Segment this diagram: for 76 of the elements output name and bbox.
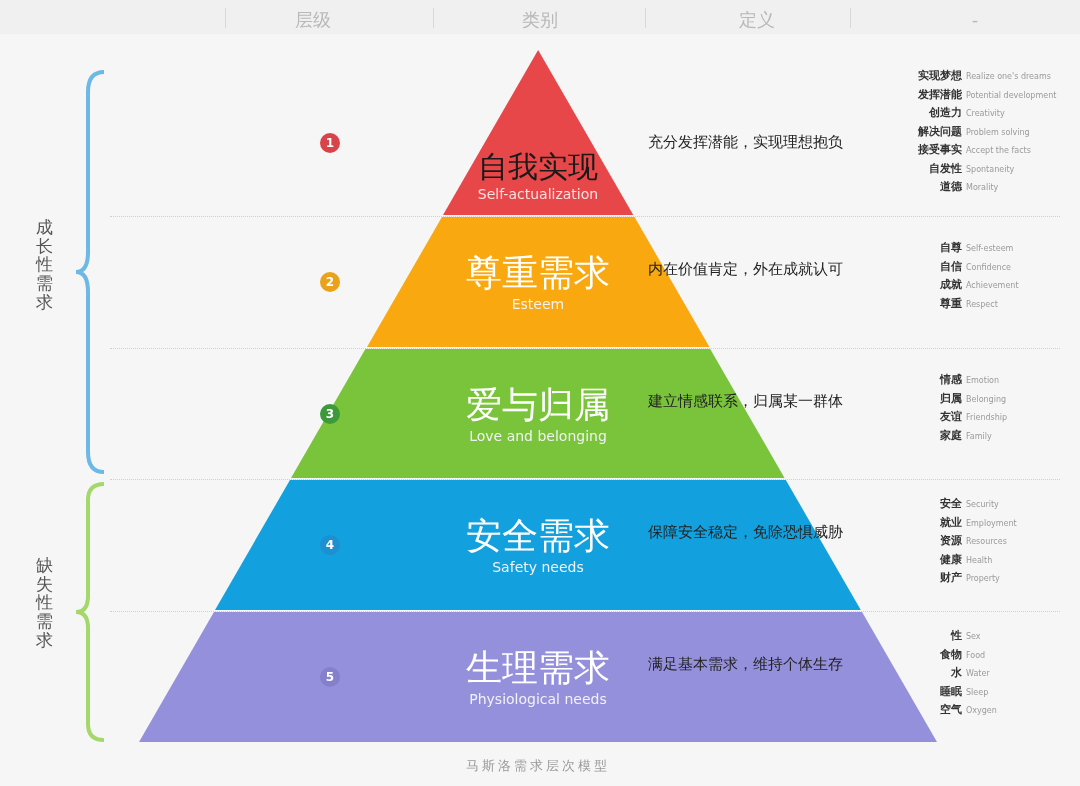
item-translation: Morality — [966, 182, 999, 194]
item-translation: Potential development — [966, 89, 1057, 102]
item-label: 财产 — [939, 570, 962, 586]
definition-text: 满足基本需求，维持个体生存 — [648, 654, 843, 675]
item-translation: Security — [966, 499, 999, 511]
item-label: 接受事实 — [917, 142, 962, 158]
definition-text: 建立情感联系，归属某一群体 — [648, 390, 843, 412]
item-translation: Respect — [966, 298, 998, 311]
item-translation: Friendship — [966, 412, 1008, 424]
item-label: 自尊 — [939, 240, 962, 256]
item-label: 睡眠 — [939, 683, 962, 700]
item-label: 友谊 — [939, 409, 962, 425]
item-translation: Creativity — [966, 108, 1005, 120]
level-title: 尊重需求 — [466, 251, 610, 295]
item-translation: Accept the facts — [966, 145, 1031, 157]
item-label: 性 — [949, 628, 962, 644]
item-translation: Water — [966, 668, 990, 680]
number-badge: 1 — [320, 132, 340, 153]
item-label: 空气 — [939, 702, 962, 718]
item-translation: Oxygen — [966, 705, 997, 717]
column-header: 定义 — [739, 8, 775, 32]
pyramid-level — [442, 50, 634, 215]
item-translation: Health — [966, 554, 993, 567]
item-translation: Property — [966, 573, 1000, 585]
definition-text: 充分发挥潜能，实现理想抱负 — [648, 131, 843, 153]
item-translation: Sex — [966, 631, 981, 643]
definition-text: 内在价值肯定，外在成就认可 — [648, 259, 843, 280]
column-header: 层级 — [295, 8, 331, 32]
item-label: 水 — [950, 665, 962, 681]
item-label: 资源 — [939, 533, 962, 549]
item-label: 发挥潜能 — [917, 86, 962, 103]
level-subtitle: Physiological needs — [469, 690, 607, 708]
item-label: 家庭 — [939, 427, 962, 444]
level-subtitle: Esteem — [511, 295, 565, 313]
item-label: 自信 — [939, 258, 962, 275]
caption: 马斯洛需求层次模型 — [466, 757, 610, 775]
item-label: 尊重 — [939, 295, 962, 312]
level-title: 爱与归属 — [466, 382, 610, 427]
column-header: 类别 — [522, 8, 558, 32]
column-header: - — [971, 8, 979, 32]
pyramid-level — [139, 612, 937, 742]
item-translation: Realize one's dreams — [966, 71, 1051, 83]
item-translation: Food — [966, 649, 986, 662]
item-translation: Sleep — [966, 686, 989, 699]
item-translation: Employment — [966, 517, 1017, 530]
group-label: 成长性需求 — [36, 218, 53, 312]
item-label: 成就 — [939, 277, 962, 293]
number-badge: 2 — [320, 272, 340, 292]
item-translation: Confidence — [966, 261, 1011, 274]
level-title: 安全需求 — [466, 514, 610, 558]
item-translation: Emotion — [966, 375, 1000, 387]
item-label: 自发性 — [928, 160, 962, 177]
item-label: 就业 — [939, 514, 962, 531]
level-title: 生理需求 — [466, 646, 610, 690]
item-label: 解决问题 — [917, 123, 962, 140]
item-translation: Self-esteem — [966, 243, 1014, 255]
item-label: 情感 — [938, 372, 962, 388]
item-translation: Resources — [966, 536, 1007, 548]
item-translation: Problem solving — [966, 126, 1030, 139]
item-translation: Belonging — [966, 393, 1007, 406]
item-label: 归属 — [939, 390, 962, 407]
item-label: 安全 — [939, 496, 962, 512]
item-label: 健康 — [939, 551, 962, 568]
level-subtitle: Safety needs — [492, 558, 584, 576]
item-label: 创造力 — [928, 105, 962, 121]
item-label: 食物 — [939, 646, 962, 663]
level-subtitle: Self-actualization — [477, 185, 599, 203]
item-label: 道德 — [939, 179, 962, 195]
item-translation: Achievement — [966, 280, 1019, 292]
item-translation: Spontaneity — [966, 163, 1015, 176]
number-badge: 3 — [320, 403, 340, 424]
item-label: 实现梦想 — [917, 68, 962, 84]
item-translation: Family — [966, 430, 992, 443]
level-title: 自我实现 — [478, 149, 598, 185]
group-label: 缺失性需求 — [36, 556, 53, 650]
level-subtitle: Love and belonging — [469, 426, 607, 445]
